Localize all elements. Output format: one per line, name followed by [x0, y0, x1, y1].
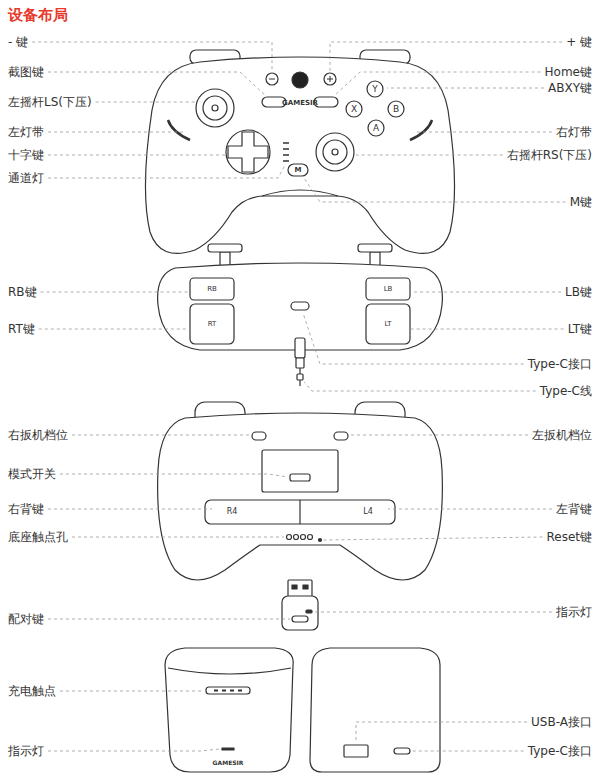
- part-label: RT键: [8, 322, 35, 336]
- part-label: 充电触点: [8, 684, 56, 698]
- leader-line: [387, 88, 544, 89]
- part-label: RB键: [8, 285, 37, 299]
- part-label: 指示灯: [556, 605, 592, 619]
- part-label: USB-A接口: [531, 715, 592, 729]
- part-label: 左灯带: [8, 125, 44, 139]
- leader-line: [48, 155, 225, 156]
- leader-line: [48, 749, 220, 751]
- leader-line: [304, 382, 536, 391]
- printed-mark: L4: [363, 508, 373, 516]
- part-label: 左摇杆LS(下压): [8, 95, 92, 109]
- part-label: 左扳机档位: [532, 428, 592, 442]
- part-label: 左背键: [556, 502, 592, 516]
- printed-mark: Y: [372, 85, 378, 94]
- leader-line: [410, 329, 564, 330]
- printed-mark: A: [373, 124, 379, 133]
- leader-line: [415, 132, 552, 133]
- part-label: Type-C线: [540, 384, 592, 398]
- leader-line: [356, 722, 527, 743]
- part-label: 模式开关: [8, 467, 56, 481]
- part-label: 通道灯: [8, 171, 44, 185]
- part-label: LB键: [565, 285, 592, 299]
- printed-mark: RT: [208, 321, 217, 328]
- leader-line: [60, 691, 204, 692]
- leader-line: [48, 72, 266, 96]
- part-label: 右灯带: [556, 125, 592, 139]
- leader-line: [48, 165, 285, 178]
- part-label: 底座触点孔: [8, 530, 68, 544]
- part-label: Type-C接口: [528, 744, 592, 758]
- leader-line: [356, 155, 503, 156]
- leader-line: [388, 509, 552, 510]
- part-label: 右背键: [8, 502, 44, 516]
- leader-line: [48, 509, 212, 510]
- leader-line: [41, 292, 190, 293]
- part-label: 配对键: [8, 612, 44, 626]
- leader-line: [350, 435, 528, 436]
- leader-line: [39, 329, 190, 330]
- leader-line: [323, 537, 542, 540]
- printed-mark: X: [351, 105, 357, 114]
- part-label: 右扳机档位: [8, 428, 68, 442]
- part-label: ABXY键: [548, 81, 592, 95]
- printed-mark: LT: [384, 321, 391, 328]
- leader-line: [72, 537, 284, 538]
- leader-line: [48, 619, 290, 620]
- part-label: Home键: [545, 65, 592, 79]
- printed-mark: B: [393, 105, 399, 114]
- part-label: Reset键: [546, 530, 592, 544]
- leader-line: [32, 42, 272, 71]
- printed-mark: LB: [384, 286, 393, 293]
- leader-line: [304, 178, 566, 202]
- leader-line: [410, 292, 561, 293]
- part-label: Type-C接口: [528, 357, 592, 371]
- page-title: 设备布局: [8, 6, 68, 25]
- part-label: LT键: [568, 322, 592, 336]
- part-label: 右摇杆RS(下压): [507, 148, 592, 162]
- leader-line: [60, 474, 288, 477]
- part-label: - 键: [8, 35, 28, 49]
- leader-line: [48, 132, 185, 133]
- leader-line: [330, 42, 562, 71]
- printed-mark: M: [295, 167, 302, 174]
- part-label: M键: [570, 195, 592, 209]
- printed-mark: RB: [207, 286, 217, 293]
- leader-line: [314, 612, 552, 613]
- leader-line: [72, 435, 250, 436]
- part-label: 指示灯: [8, 744, 44, 758]
- leader-line: [96, 102, 195, 103]
- part-label: 截图键: [8, 65, 44, 79]
- printed-mark: GAMESIR: [213, 760, 244, 766]
- printed-mark: GAMESIR: [282, 100, 318, 107]
- printed-mark: R4: [227, 508, 238, 516]
- part-label: 十字键: [8, 148, 44, 162]
- leader-line: [334, 72, 541, 96]
- leader-line: [303, 313, 524, 364]
- leader-line: [412, 751, 524, 752]
- part-label: + 键: [566, 35, 592, 49]
